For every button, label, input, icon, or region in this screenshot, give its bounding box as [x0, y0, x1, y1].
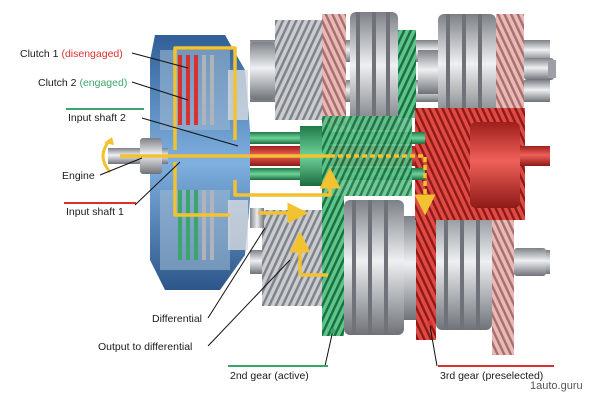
upper-shaft-assembly: [250, 12, 556, 130]
clutch-2-label-name: Clutch 2: [38, 77, 77, 89]
clutch-1-label-state: (disengaged): [61, 48, 123, 60]
engine-label: Engine: [62, 170, 95, 182]
gear-3-label: 3rd gear (preselected): [440, 370, 544, 382]
clutch-2-label-state: (engaged): [79, 77, 128, 89]
clutch-1-label-name: Clutch 1: [20, 48, 59, 60]
gear-2-marker: [330, 328, 336, 334]
clutch-housing: [150, 35, 250, 290]
gear-3-underline: [438, 365, 554, 367]
input-shaft-1-label: Input shaft 1: [66, 206, 124, 218]
input-shaft-2-label: Input shaft 2: [68, 112, 126, 124]
watermark: 1auto.guru: [530, 380, 583, 392]
gear-2-underline: [228, 365, 328, 367]
clutch-2-label: Clutch 2 (engaged): [38, 77, 127, 89]
power-flow-path: [120, 46, 436, 277]
input-shaft-1-underline: [64, 202, 136, 204]
gear-3-marker: [427, 320, 433, 326]
output-to-differential-label: Output to differential: [98, 341, 193, 353]
gear-2-label: 2nd gear (active): [230, 370, 309, 382]
input-shaft-2-underline: [66, 108, 144, 110]
clutch-1-label: Clutch 1 (disengaged): [20, 48, 123, 60]
differential-label: Differential: [152, 313, 202, 325]
leader-lines: [99, 52, 438, 367]
